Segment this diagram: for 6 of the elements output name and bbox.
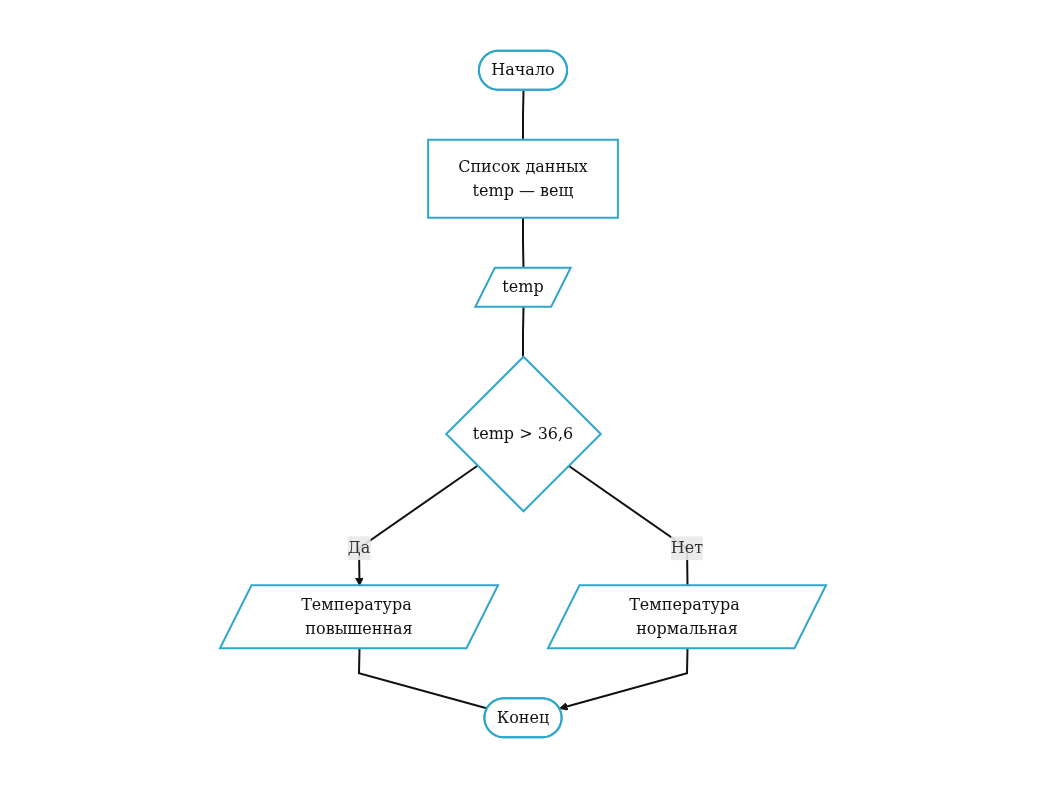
edge-label: Нет xyxy=(670,538,704,558)
node-diamond: temp > 36,6 xyxy=(444,355,603,513)
edge-label: Да xyxy=(347,538,371,558)
connector xyxy=(522,89,525,141)
node-box: Список данных temp — вещ xyxy=(427,138,619,219)
connector xyxy=(522,306,525,358)
